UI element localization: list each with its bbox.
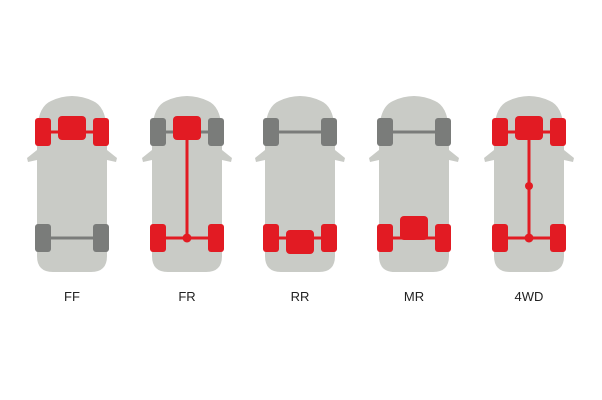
driveshaft (185, 132, 189, 238)
center-differential (525, 182, 533, 190)
engine-block (286, 230, 314, 254)
car-body (379, 96, 449, 272)
right-mirror (449, 150, 459, 162)
front-left-wheel (263, 118, 279, 146)
left-mirror (27, 150, 37, 162)
right-mirror (107, 150, 117, 162)
right-mirror (564, 150, 574, 162)
rear-right-wheel (321, 224, 337, 252)
car-body (265, 96, 335, 272)
label-rr: RR (290, 289, 310, 304)
label-mr: MR (403, 289, 425, 304)
rear-left-wheel (35, 224, 51, 252)
right-mirror (335, 150, 345, 162)
right-mirror (222, 150, 232, 162)
car-body (37, 96, 107, 272)
rear-right-wheel (435, 224, 451, 252)
rear-right-wheel (208, 224, 224, 252)
rear-left-wheel (492, 224, 508, 252)
engine-block (173, 116, 201, 140)
front-right-wheel (208, 118, 224, 146)
rear-differential (524, 233, 534, 243)
left-mirror (369, 150, 379, 162)
left-mirror (255, 150, 265, 162)
car-fr (142, 96, 232, 272)
front-left-wheel (492, 118, 508, 146)
car-4wd (484, 96, 574, 272)
front-right-wheel (321, 118, 337, 146)
rear-right-wheel (550, 224, 566, 252)
engine-block (400, 216, 428, 240)
front-right-wheel (435, 118, 451, 146)
front-axle (390, 130, 438, 134)
rear-left-wheel (150, 224, 166, 252)
front-left-wheel (377, 118, 393, 146)
label-ff: FF (64, 289, 80, 304)
front-left-wheel (35, 118, 51, 146)
rear-axle (48, 236, 96, 240)
front-axle (276, 130, 324, 134)
rear-left-wheel (377, 224, 393, 252)
rear-differential (182, 233, 192, 243)
rear-right-wheel (93, 224, 109, 252)
front-right-wheel (93, 118, 109, 146)
label-fr: FR (178, 289, 196, 304)
car-ff (27, 96, 117, 272)
car-mr (369, 96, 459, 272)
label-4wd: 4WD (514, 289, 544, 304)
left-mirror (484, 150, 494, 162)
front-left-wheel (150, 118, 166, 146)
car-rr (255, 96, 345, 272)
rear-left-wheel (263, 224, 279, 252)
engine-block (58, 116, 86, 140)
engine-block (515, 116, 543, 140)
front-right-wheel (550, 118, 566, 146)
left-mirror (142, 150, 152, 162)
